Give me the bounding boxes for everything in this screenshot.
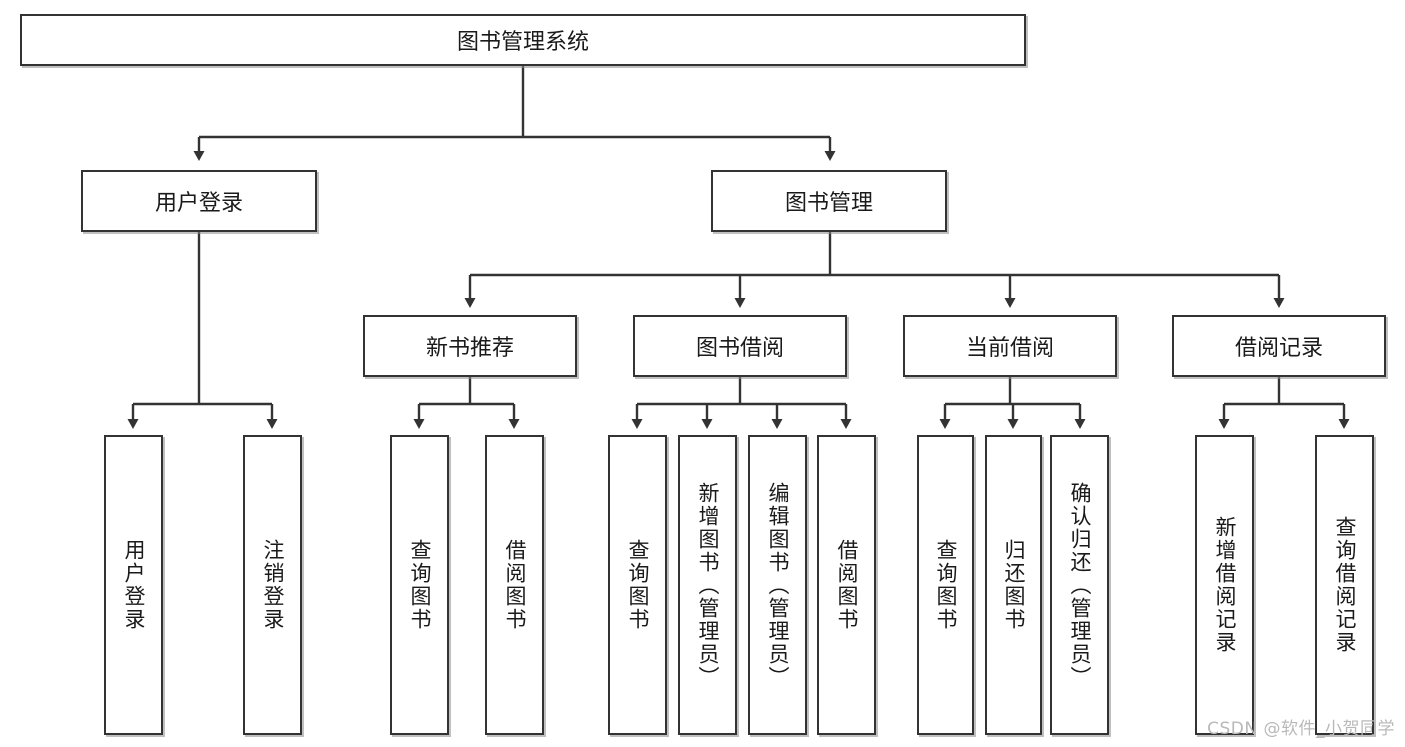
node-leaf-add-book-label: 新增图书（管理员）	[696, 481, 720, 689]
node-leaf-query-book-3-label: 查询图书	[934, 539, 958, 631]
connector-user-login-to-leaves	[127, 232, 278, 429]
node-leaf-query-record[interactable]: 查询借阅记录	[1315, 435, 1374, 735]
node-leaf-user-login-label: 用户登录	[122, 539, 146, 631]
node-book-borrow[interactable]: 图书借阅	[633, 315, 847, 377]
node-leaf-borrow-book-1[interactable]: 借阅图书	[485, 435, 544, 735]
connector-root-to-level2	[193, 66, 836, 161]
node-leaf-edit-book-label: 编辑图书（管理员）	[766, 481, 790, 689]
node-leaf-add-book[interactable]: 新增图书（管理员）	[678, 435, 737, 735]
connector-borrow-record-to-leaves	[1218, 377, 1350, 429]
node-user-login-label: 用户登录	[154, 191, 243, 216]
node-leaf-borrow-book-2-label: 借阅图书	[835, 539, 859, 631]
node-user-login[interactable]: 用户登录	[81, 170, 317, 232]
node-leaf-user-login[interactable]: 用户登录	[104, 435, 163, 735]
node-current-borrow-label: 当前借阅	[965, 336, 1054, 361]
node-new-book-recommend[interactable]: 新书推荐	[363, 315, 577, 377]
node-leaf-query-book-2-label: 查询图书	[626, 539, 650, 631]
node-leaf-query-record-label: 查询借阅记录	[1333, 516, 1357, 654]
node-root-label: 图书管理系统	[456, 30, 589, 55]
node-leaf-logout-login[interactable]: 注销登录	[243, 435, 302, 735]
connector-book-manage-to-level3	[464, 232, 1285, 308]
node-leaf-query-book-1[interactable]: 查询图书	[390, 435, 449, 735]
node-leaf-edit-book[interactable]: 编辑图书（管理员）	[748, 435, 807, 735]
node-leaf-borrow-book-1-label: 借阅图书	[503, 539, 527, 631]
node-leaf-confirm-return-label: 确认归还（管理员）	[1068, 481, 1092, 689]
node-leaf-add-record[interactable]: 新增借阅记录	[1195, 435, 1254, 735]
node-borrow-record[interactable]: 借阅记录	[1172, 315, 1386, 377]
node-leaf-logout-login-label: 注销登录	[261, 539, 285, 631]
connector-current-borrow-to-leaves	[939, 377, 1086, 429]
node-leaf-query-book-1-label: 查询图书	[408, 539, 432, 631]
node-book-manage-label: 图书管理	[784, 191, 873, 216]
node-leaf-query-book-3[interactable]: 查询图书	[917, 435, 974, 735]
node-leaf-return-book[interactable]: 归还图书	[985, 435, 1042, 735]
connector-new-book-recommend-to-leaves	[413, 377, 520, 429]
node-leaf-borrow-book-2[interactable]: 借阅图书	[817, 435, 876, 735]
node-leaf-query-book-2[interactable]: 查询图书	[608, 435, 667, 735]
node-new-book-recommend-label: 新书推荐	[425, 336, 514, 361]
connector-book-borrow-to-leaves	[631, 377, 852, 429]
node-borrow-record-label: 借阅记录	[1234, 336, 1323, 361]
node-root[interactable]: 图书管理系统	[20, 14, 1026, 66]
node-leaf-add-record-label: 新增借阅记录	[1213, 516, 1237, 654]
node-current-borrow[interactable]: 当前借阅	[903, 315, 1117, 377]
node-leaf-confirm-return[interactable]: 确认归还（管理员）	[1050, 435, 1109, 735]
node-leaf-return-book-label: 归还图书	[1002, 539, 1026, 631]
node-book-manage[interactable]: 图书管理	[711, 170, 947, 232]
node-book-borrow-label: 图书借阅	[695, 336, 784, 361]
